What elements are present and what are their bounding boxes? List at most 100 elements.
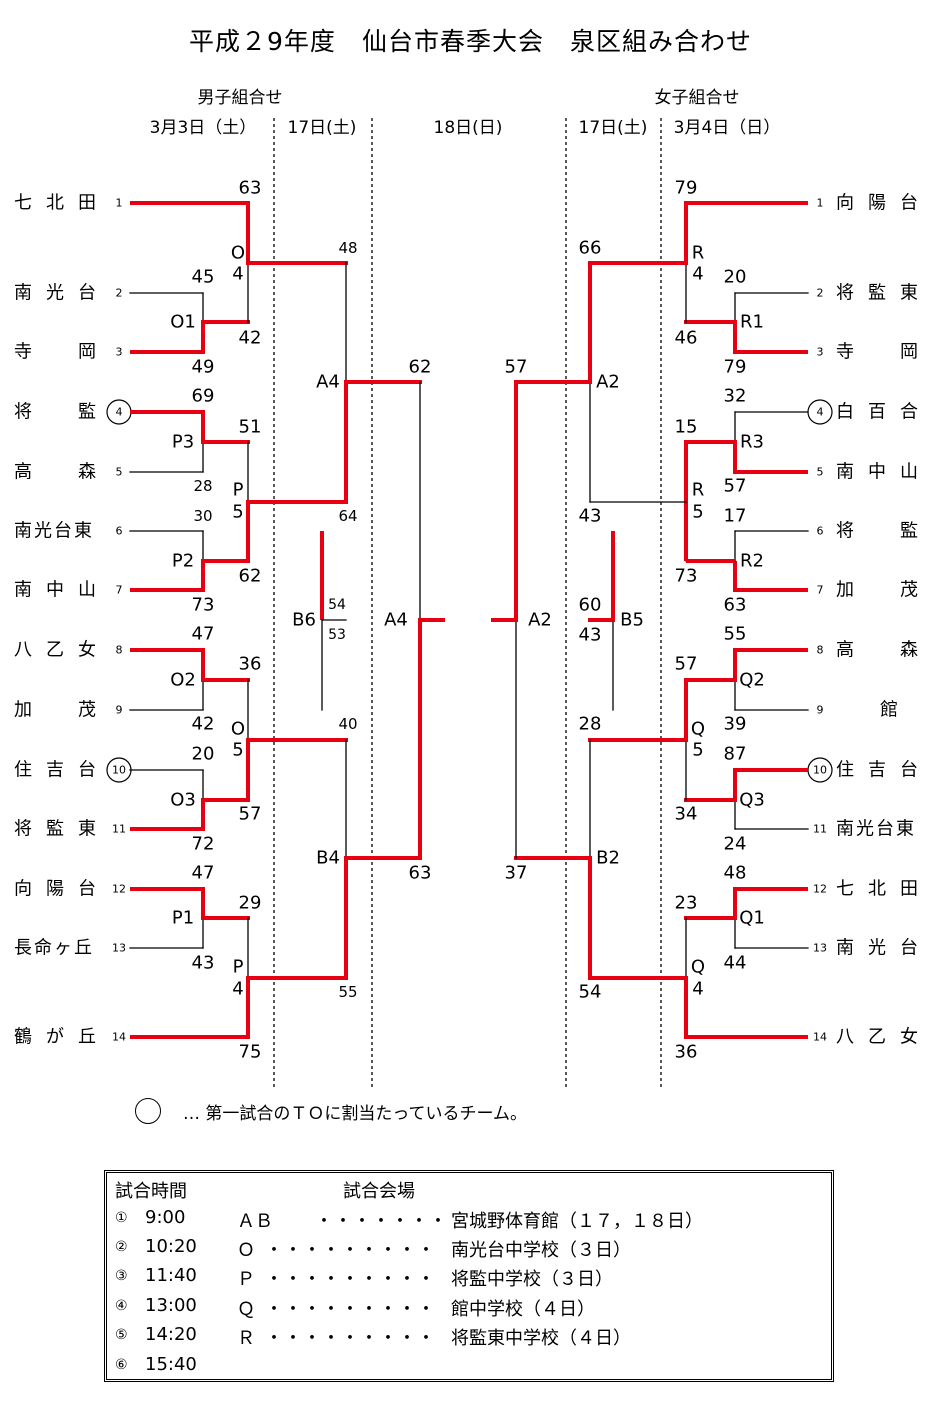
boys-team-name: 七北田 xyxy=(14,193,110,214)
match-label: B6 xyxy=(292,610,316,631)
bracket-line xyxy=(733,322,808,354)
bracket-line xyxy=(733,648,808,680)
match-label: R xyxy=(692,480,705,501)
bracket-line xyxy=(130,648,205,680)
row-dots: ・・・・・・・・・ xyxy=(265,1328,436,1349)
girls-team-name: 南光台東 xyxy=(836,819,916,840)
header-day3: 18日(日) xyxy=(434,118,503,138)
bracket-line xyxy=(684,978,808,1039)
score: 30 xyxy=(193,507,212,525)
row-time: 13:00 xyxy=(145,1295,197,1316)
row-venue: 館中学校（４日） xyxy=(451,1299,595,1320)
row-number: ⑥ xyxy=(115,1357,128,1373)
girls-team-number: 13 xyxy=(813,942,827,955)
girls-team-name: 七北田 xyxy=(836,879,932,900)
score: 45 xyxy=(192,267,215,288)
girls-team-name: 白百合 xyxy=(836,402,932,423)
match-label: Q3 xyxy=(739,790,765,811)
score: 53 xyxy=(328,627,346,643)
match-label: Q xyxy=(691,719,705,740)
match-label: B2 xyxy=(596,848,620,869)
boys-team-name: 南光台東 xyxy=(14,521,94,542)
score: 47 xyxy=(192,863,215,884)
match-label: 5 xyxy=(692,740,703,761)
score: 32 xyxy=(724,386,747,407)
boys-team-number: 7 xyxy=(116,584,123,597)
boys-team-number: 12 xyxy=(112,883,126,896)
page-title: 平成２9年度 仙台市春季大会 泉区組み合わせ xyxy=(189,27,752,56)
score: 57 xyxy=(724,476,747,497)
score: 72 xyxy=(192,834,215,855)
match-label: R xyxy=(692,243,705,264)
match-label: 4 xyxy=(232,264,243,285)
score: 44 xyxy=(724,953,747,974)
match-label: 4 xyxy=(232,979,243,1000)
boys-team-name: 住吉台 xyxy=(14,760,110,781)
score: 62 xyxy=(409,357,432,378)
girls-team-name: 南中山 xyxy=(836,462,932,483)
score: 79 xyxy=(675,178,698,199)
match-label: Q1 xyxy=(739,908,765,929)
score: 36 xyxy=(675,1042,698,1063)
schedule-header-venue: 試合会場 xyxy=(343,1181,415,1202)
row-number: ③ xyxy=(115,1268,128,1284)
match-label: A4 xyxy=(316,372,340,393)
row-dots: ・・・・・・・・・ xyxy=(265,1299,436,1320)
girls-team-name: 八乙女 xyxy=(836,1027,932,1048)
bracket-line xyxy=(733,768,808,800)
boys-team-number: 14 xyxy=(112,1031,126,1044)
tournament-bracket: 男子組合せ女子組合せ3月3日（土）17日(土)18日(日)17日(土)3月4日（… xyxy=(14,88,932,1090)
bracket-line xyxy=(130,800,205,831)
girls-team-number: 2 xyxy=(817,287,824,300)
header-boys-day1: 3月3日（土） xyxy=(150,118,257,138)
boys-team-number: 2 xyxy=(116,287,123,300)
boys-team-number: 8 xyxy=(116,644,123,657)
girls-team-number: 11 xyxy=(813,823,827,836)
row-venue: 南光台中学校（３日） xyxy=(451,1240,631,1261)
match-label: 5 xyxy=(232,740,243,761)
row-time: 10:20 xyxy=(145,1236,197,1257)
bracket-line xyxy=(130,201,250,263)
match-label: B4 xyxy=(316,848,340,869)
score: 23 xyxy=(675,893,698,914)
boys-team-number: 3 xyxy=(116,346,123,359)
score: 73 xyxy=(675,566,698,587)
schedule-header-time: 試合時間 xyxy=(115,1181,187,1202)
score: 40 xyxy=(338,715,357,733)
boys-team-name: 加 茂 xyxy=(14,700,110,721)
match-label: Q2 xyxy=(739,670,765,691)
schedule-table: 試合時間 試合会場 ① 9:00 ＡＢ ・・・・・・・ 宮城野体育館（１７，１８… xyxy=(104,1170,834,1382)
boys-team-name: 寺 岡 xyxy=(14,342,110,363)
girls-team-name: 将 監 xyxy=(836,521,932,542)
row-time: 15:40 xyxy=(145,1354,197,1375)
girls-team-name: 高 森 xyxy=(836,640,932,661)
header-girls-day2: 17日(土) xyxy=(579,118,648,138)
girls-team-name: 向陽台 xyxy=(836,193,932,214)
header-boys-day2: 17日(土) xyxy=(288,118,357,138)
girls-title: 女子組合せ xyxy=(655,88,740,108)
boys-team-name: 長命ヶ丘 xyxy=(14,938,94,959)
score: 57 xyxy=(239,804,262,825)
score: 62 xyxy=(239,566,262,587)
match-label: 4 xyxy=(692,264,703,285)
row-number: ① xyxy=(115,1210,128,1226)
match-label: O xyxy=(231,719,245,740)
boys-team-name: 八乙女 xyxy=(14,640,110,661)
score: 63 xyxy=(239,178,262,199)
score: 49 xyxy=(192,357,215,378)
bracket-line xyxy=(130,561,205,592)
girls-team-number: 9 xyxy=(817,704,824,717)
score: 15 xyxy=(675,417,698,438)
score: 37 xyxy=(505,863,528,884)
score: 17 xyxy=(724,506,747,527)
row-time: 11:40 xyxy=(145,1265,197,1286)
row-code: Ｏ xyxy=(237,1240,255,1261)
bracket-line xyxy=(130,978,250,1039)
girls-team-name: 館 xyxy=(880,700,912,721)
boys-team-number: 1 xyxy=(116,197,123,210)
score: 48 xyxy=(338,239,357,257)
row-dots: ・・・・・・・・・ xyxy=(265,1269,436,1290)
score: 20 xyxy=(724,267,747,288)
match-label: A2 xyxy=(596,372,620,393)
girls-team-number: 14 xyxy=(813,1031,827,1044)
